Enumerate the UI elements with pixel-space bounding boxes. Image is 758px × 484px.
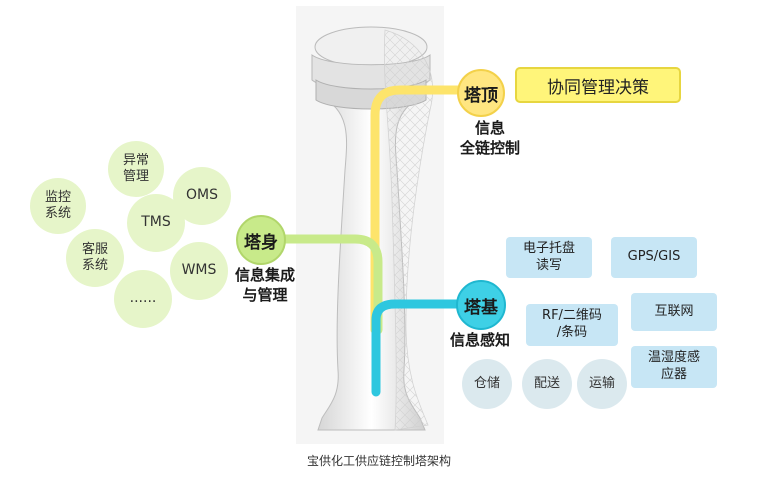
- bubble-exception-management: 异常 管理: [108, 141, 164, 197]
- top-connector-line: [370, 85, 475, 335]
- collab-decision-box: 协同管理决策: [515, 67, 681, 103]
- box-temp-humidity-sensor: 温湿度感 应器: [631, 346, 717, 388]
- bubble-delivery: 配送: [522, 359, 572, 409]
- tower-top-caption: 信息 全链控制: [459, 119, 520, 158]
- tower-body-caption: 信息集成 与管理: [234, 266, 295, 305]
- box-electronic-pallet: 电子托盘 读写: [506, 237, 592, 278]
- box-internet: 互联网: [631, 293, 717, 331]
- tower-body-node: 塔身: [236, 215, 286, 265]
- tower-mesh: [383, 29, 433, 431]
- tower-top-label: 塔顶: [464, 85, 498, 106]
- box-gps-gis: GPS/GIS: [611, 237, 697, 278]
- bubble-tms: TMS: [127, 194, 185, 252]
- tower-base-label: 塔基: [464, 297, 498, 318]
- tower-base-node: 塔基: [456, 280, 506, 330]
- bubble-oms: OMS: [173, 167, 231, 225]
- bubble-more: ......: [114, 270, 172, 328]
- bubble-monitor-system: 监控 系统: [30, 178, 86, 234]
- tower-top-node: 塔顶: [457, 69, 505, 117]
- bubble-wms: WMS: [170, 242, 228, 300]
- bubble-transport: 运输: [577, 359, 627, 409]
- bubble-warehousing: 仓储: [462, 359, 512, 409]
- base-connector-line: [371, 299, 475, 397]
- bubble-customer-service-system: 客服 系统: [66, 229, 124, 287]
- figure-caption: 宝供化工供应链控制塔架构: [306, 454, 451, 468]
- tower-body-label: 塔身: [244, 232, 278, 253]
- box-rf-barcode: RF/二维码 /条码: [526, 304, 618, 346]
- tower-base-caption: 信息感知: [449, 331, 510, 349]
- body-connector-line: [253, 234, 383, 335]
- collab-decision-label: 协同管理决策: [547, 77, 649, 98]
